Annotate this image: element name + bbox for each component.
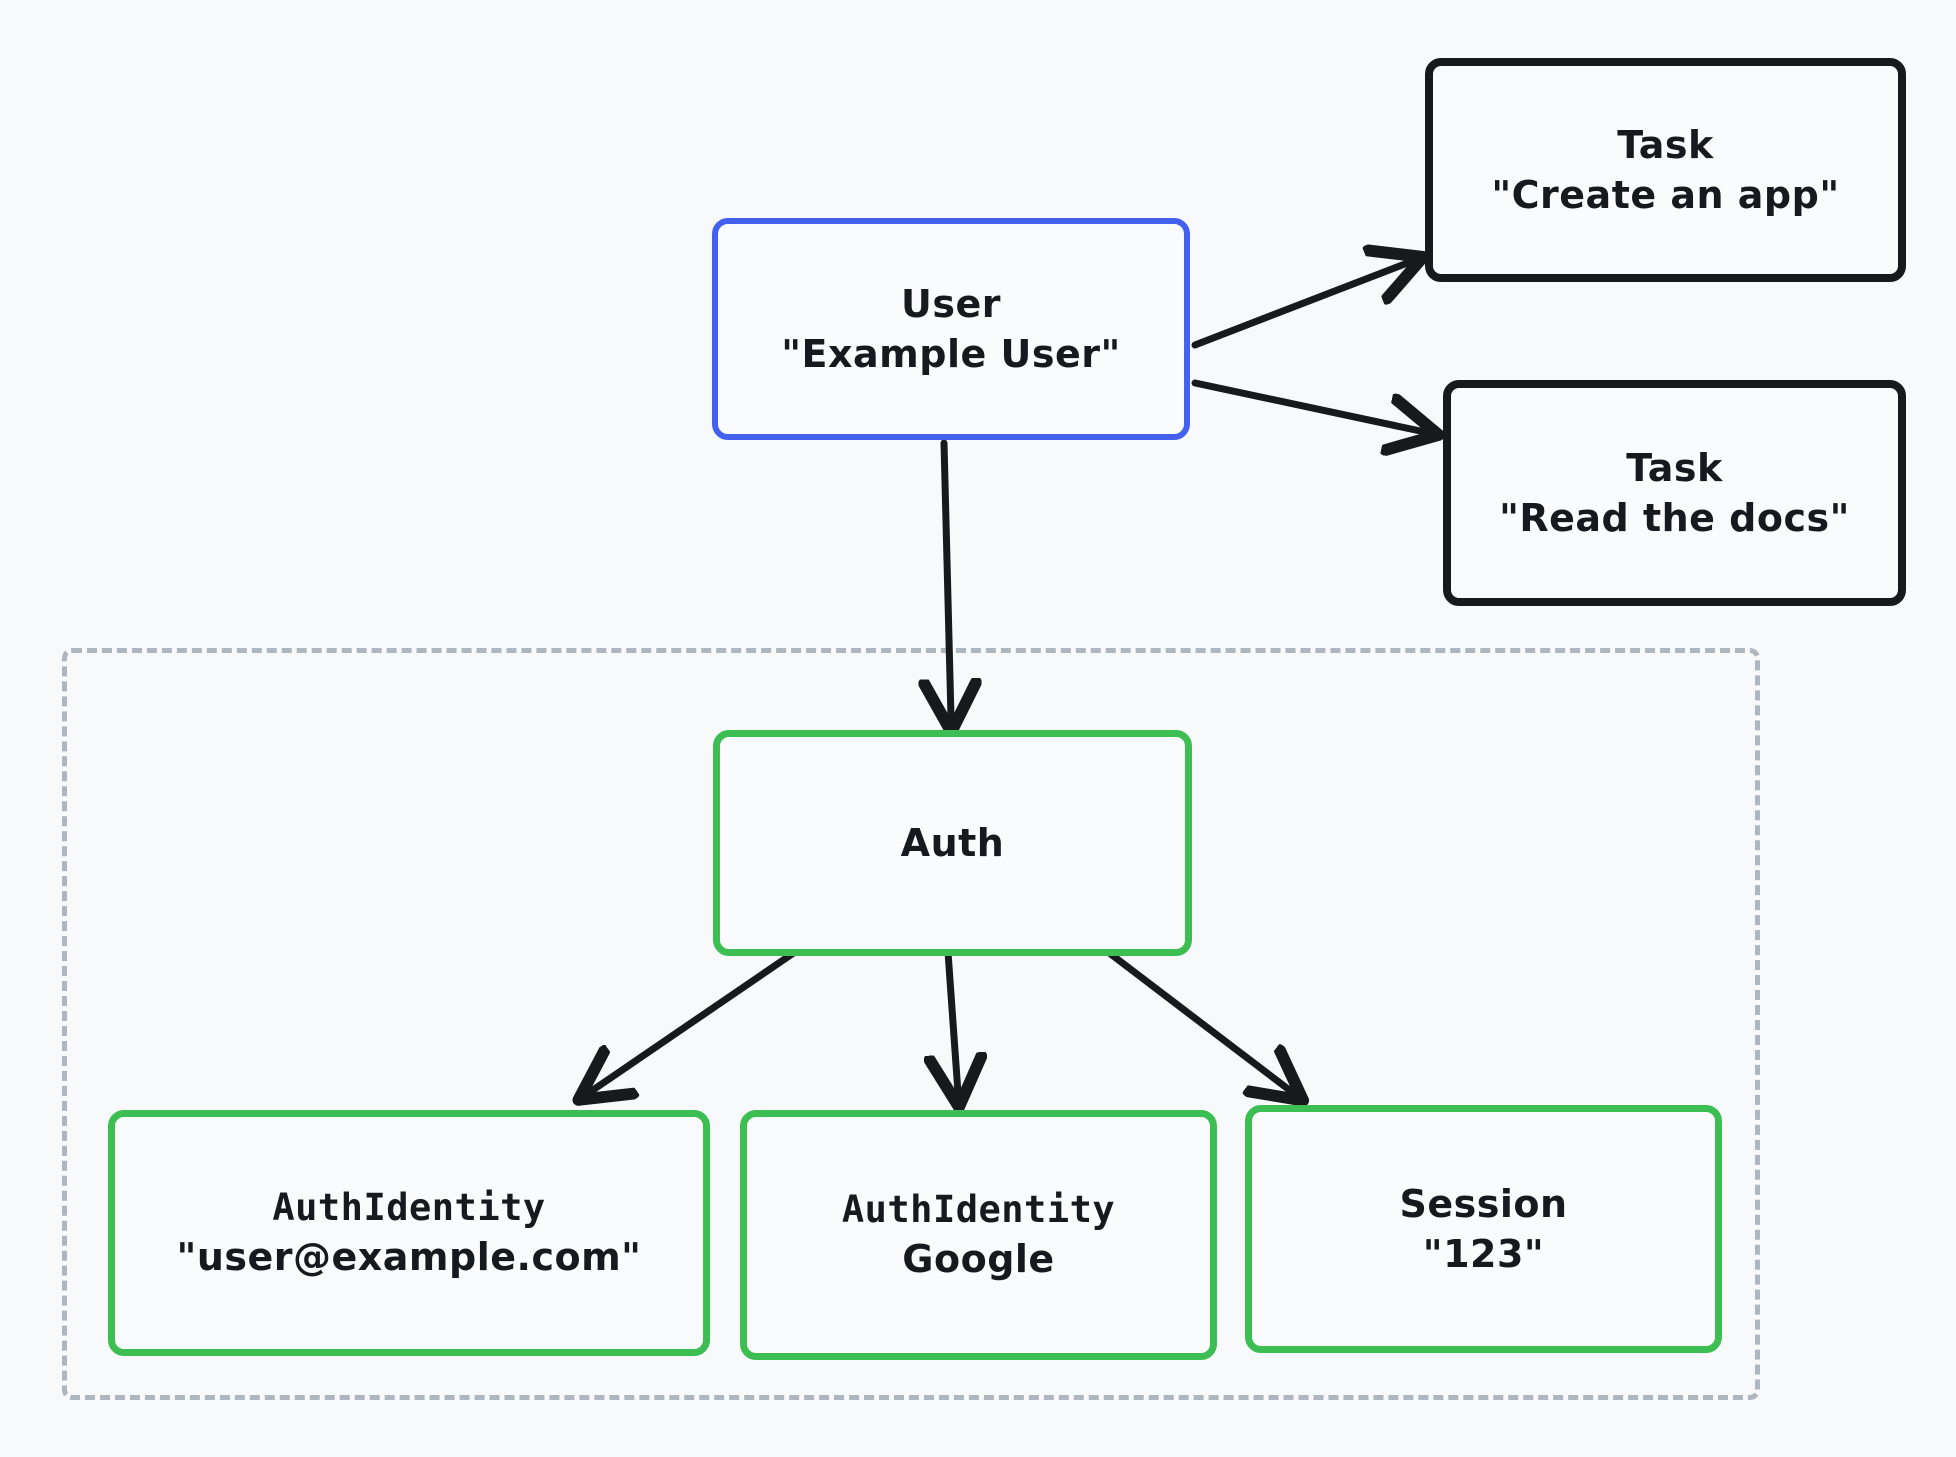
node-subtitle: "Create an app"	[1491, 173, 1840, 217]
auth-group-container	[62, 648, 1760, 1400]
node-title: AuthIdentity	[272, 1185, 546, 1229]
node-title: Auth	[900, 820, 1005, 865]
node-auth[interactable]: Auth	[713, 730, 1192, 956]
node-title: User	[901, 281, 1001, 326]
node-subtitle: Google	[902, 1237, 1055, 1282]
node-user[interactable]: User "Example User"	[712, 218, 1190, 440]
edge-user-to-task-create-app	[1191, 262, 1410, 349]
node-task-create-app[interactable]: Task "Create an app"	[1425, 58, 1906, 282]
node-title: Task	[1626, 445, 1723, 490]
node-authidentity-email[interactable]: AuthIdentity "user@example.com"	[108, 1110, 710, 1356]
node-title: Task	[1617, 122, 1714, 167]
node-title: Session	[1399, 1181, 1568, 1226]
node-title: AuthIdentity	[841, 1187, 1116, 1231]
node-subtitle: "user@example.com"	[176, 1235, 642, 1280]
node-subtitle: "123"	[1422, 1232, 1545, 1276]
node-task-read-docs[interactable]: Task "Read the docs"	[1443, 380, 1906, 606]
node-subtitle: "Example User"	[781, 332, 1121, 376]
node-subtitle: "Read the docs"	[1499, 496, 1850, 540]
node-session[interactable]: Session "123"	[1245, 1105, 1722, 1353]
edge-user-to-task-read-docs	[1191, 379, 1425, 432]
